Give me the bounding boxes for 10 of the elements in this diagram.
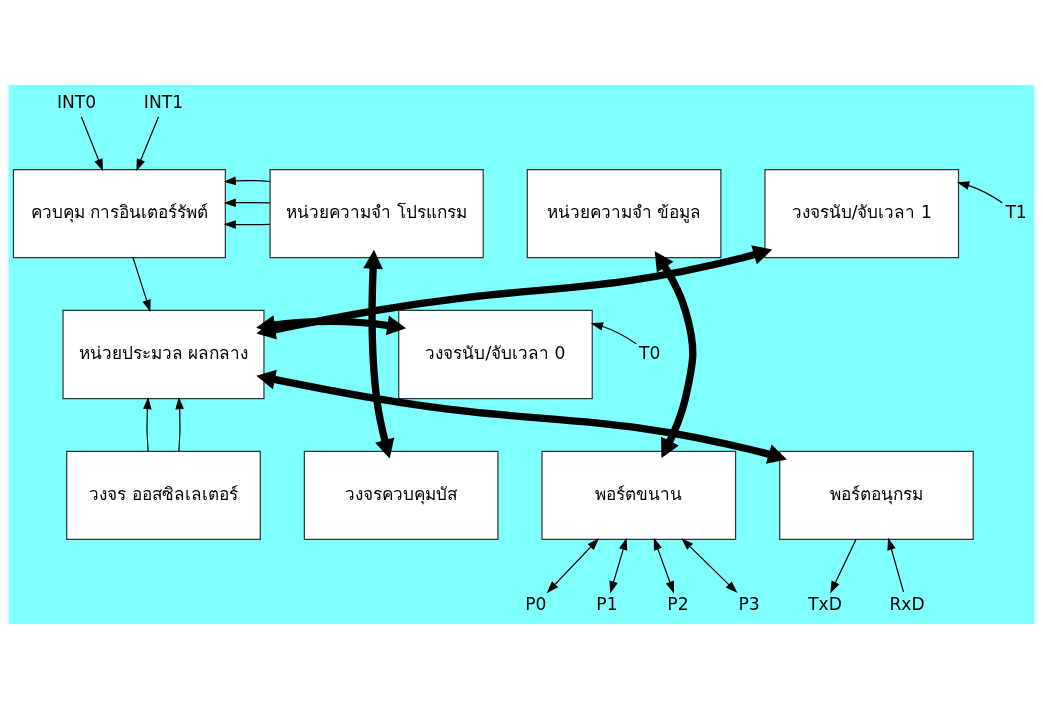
node-text: T1 xyxy=(1005,201,1027,222)
node-text: T0 xyxy=(639,342,661,363)
node-text: TxD xyxy=(808,593,842,614)
node-text: P3 xyxy=(738,593,760,614)
node-text: P2 xyxy=(667,593,689,614)
node-text: P0 xyxy=(525,593,547,614)
node-text: INT0 xyxy=(56,91,97,112)
node-text: P1 xyxy=(596,593,618,614)
node-text: INT1 xyxy=(143,91,184,112)
node-text: RxD xyxy=(889,593,925,614)
